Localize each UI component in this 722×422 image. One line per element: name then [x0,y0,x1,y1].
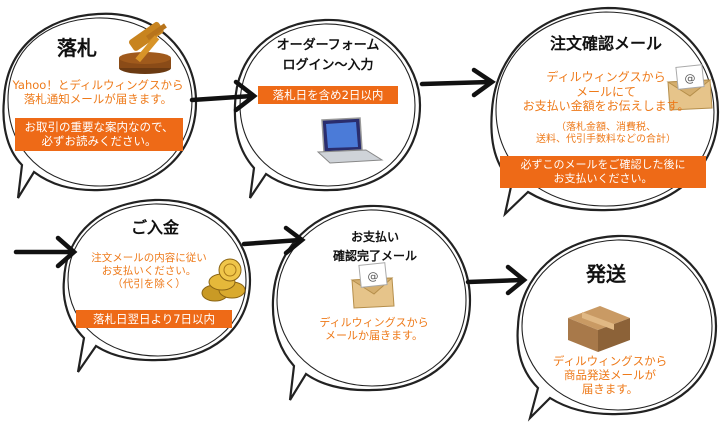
step-1-notice: お取引の重要な案内なので、 必ずお読みください。 [15,118,183,151]
step-5-description-line-1: ディルウィングスから [319,316,429,329]
step-3-title: 注文確認メール [549,34,662,53]
step-3-sub-note: （落札金額、消費税、 送料、代引手数料などの合計） [514,122,698,146]
step-4-description: 注文メールの内容に従い お支払いください。 （代引を除く） [80,252,218,290]
step-1-notice-line-1: お取引の重要な案内なので、 [24,120,174,134]
package-icon [568,306,630,352]
arrow-4-to-5 [241,225,306,256]
step-3-description-line-2: メールにて [575,84,636,99]
step-3-description: ディルウィングスから メールにて お支払い金額をお伝えします。 [504,70,708,114]
svg-text:@: @ [685,72,696,85]
step-2-title-line-1: オーダーフォーム [276,38,380,53]
step-1-description-line-2: 落札通知メールが届きます。 [23,92,173,107]
arrow-5-to-6 [465,264,528,296]
step-5-title-line-2: 確認完了メール [332,249,417,264]
step-2-notice: 落札日を含め2日以内 [258,86,398,105]
arrow-1-to-2 [189,79,258,113]
step-3-notice-line-1: 必ずこのメールをご確認した後に [520,158,686,171]
step-3-description-line-3: お支払い金額をお伝えします。 [522,99,690,114]
bubble-step-5 [271,204,472,401]
coins-icon [201,258,246,302]
step-3-notice-line-2: お支払いください。 [553,171,653,185]
step-6-description: ディルウィングスから 商品発送メールが 届きます。 [540,354,680,396]
arrow-start-to-4 [13,235,78,269]
laptop-icon [316,117,384,164]
step-6-description-line-2: 商品発送メールが [564,368,656,383]
step-5-title: お支払い 確認完了メール [320,228,430,266]
bubble-step-6 [516,234,718,422]
step-2-title-line-2: ログイン〜入力 [282,58,374,74]
step-4-description-line-1: 注文メールの内容に従い [91,252,207,264]
step-4-notice: 落札日翌日より7日以内 [76,310,232,329]
step-5-title-line-1: お支払い [350,230,399,244]
step-5-description: ディルウィングスから メールか届きます。 [306,316,442,343]
step-1-notice-line-2: 必ずお読みください。 [41,134,157,149]
bubble-step-1 [2,12,198,199]
step-3-description-line-1: ディルウィングスから [546,70,666,84]
step-3-sub-note-line-2: 送料、代引手数料などの合計） [536,134,676,146]
step-2-title: オーダーフォーム ログイン〜入力 [262,36,394,76]
step-4-title: ご入金 [130,218,179,237]
step-3-sub-note-line-1: （落札金額、消費税、 [556,122,656,133]
gavel-icon [119,21,171,74]
bubble-step-3 [490,6,720,218]
step-6-title: 発送 [586,262,626,286]
step-1-description-line-1: Yahoo！とディルウィングスから [12,78,184,92]
bubble-step-2 [233,18,422,199]
envelope-icon: @ [350,262,395,309]
step-3-notice: 必ずこのメールをご確認した後に お支払いください。 [500,156,706,188]
step-1-title: 落札 [57,36,97,60]
arrow-2-to-3 [419,67,496,98]
step-4-description-line-2: お支払いください。 [101,264,197,277]
svg-text:@: @ [368,270,379,283]
step-6-description-line-3: 届きます。 [581,382,639,397]
step-5-description-line-2: メールか届きます。 [325,329,423,343]
step-4-description-line-3: （代引を除く） [112,277,186,290]
step-1-description: Yahoo！とディルウィングスから 落札通知メールが届きます。 [6,78,190,106]
envelope-icon: @ [666,64,713,111]
step-6-description-line-1: ディルウィングスから [552,354,668,368]
